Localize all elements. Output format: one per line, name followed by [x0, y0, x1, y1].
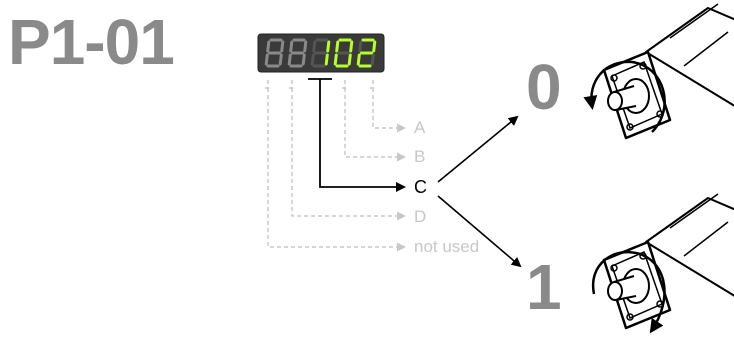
digit-segment: [333, 53, 338, 66]
digit-segment: [266, 40, 271, 53]
digit-segment: [312, 40, 317, 53]
digit-segment: [326, 40, 331, 53]
rotation-ccw-icon: [583, 60, 666, 133]
field-label-d: D: [414, 207, 426, 226]
digit-segment: [310, 53, 315, 66]
leader-a: [370, 80, 404, 128]
display-digit: [287, 38, 308, 68]
field-label-b: B: [414, 147, 425, 166]
leader-d: [289, 80, 404, 216]
digit-segment: [303, 40, 308, 53]
digit-segment: [289, 40, 294, 53]
display-digit: [333, 38, 354, 68]
digit-segment: [278, 53, 283, 66]
digit-segment: [356, 53, 361, 66]
motor-icon-option-0: [583, 2, 734, 140]
digit-segment: [347, 53, 352, 66]
option-arrows: [437, 115, 522, 268]
digit-segment: [358, 40, 363, 53]
digit-segment: [301, 53, 306, 66]
option-0-label: 0: [526, 51, 562, 123]
digit-segment: [280, 40, 285, 53]
arrow-to-option-1: [437, 195, 522, 268]
digit-segment: [287, 53, 292, 66]
display-digit: [264, 38, 285, 68]
digit-segment: [349, 40, 354, 53]
leader-b: [342, 80, 404, 157]
field-label-a: A: [414, 118, 426, 137]
rotation-cw-icon: [591, 250, 666, 334]
field-label-unused: not used: [414, 237, 479, 256]
field-label-c: C: [414, 177, 427, 197]
seven-segment-display: [257, 33, 385, 73]
digit-segment: [335, 40, 340, 53]
digit-segment: [324, 53, 329, 66]
option-1-label: 1: [526, 251, 562, 323]
field-leaders: [265, 80, 404, 247]
parameter-title: P1-01: [8, 6, 174, 78]
display-digit: [356, 38, 377, 68]
display-digit: [310, 38, 331, 68]
arrow-to-option-0: [437, 115, 519, 183]
leader-c: [308, 78, 406, 192]
motor-icon-option-1: [591, 192, 734, 334]
digit-segment: [264, 53, 269, 66]
digit-segment: [372, 40, 377, 53]
leader-unused: [265, 80, 404, 247]
digit-segment: [370, 53, 375, 66]
